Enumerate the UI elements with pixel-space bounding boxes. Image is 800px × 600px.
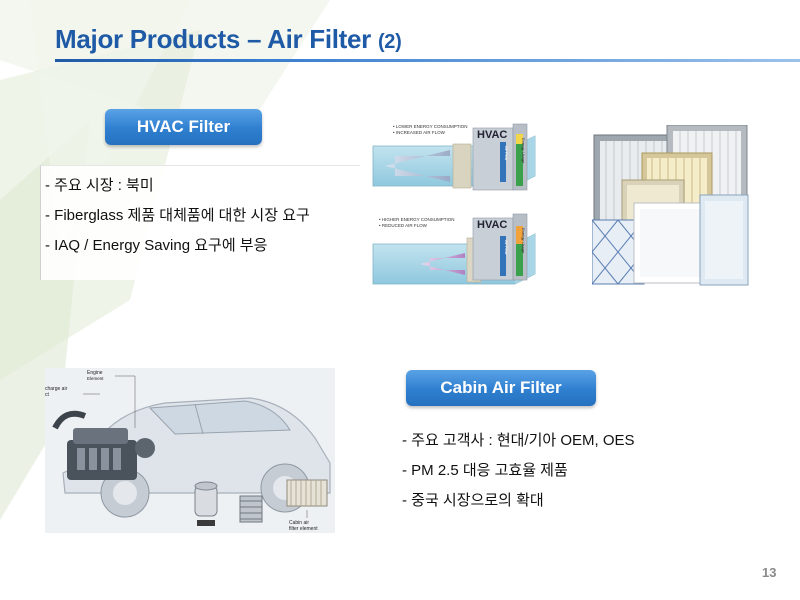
hvac-bullet: - Fiberglass 제품 대체품에 대한 시장 요구 [45,207,310,224]
cabin-bullet: - PM 2.5 대응 고효율 제품 [402,462,568,479]
cabin-bullet: - 주요 고객사 : 현대/기아 OEM, OES [402,432,635,449]
hvac-bullet: - IAQ / Energy Saving 요구에 부응 [45,237,268,254]
car-label-charge: charge air [45,386,68,392]
cabin-bullet: - 중국 시장으로의 확대 [402,492,544,509]
title-suffix: (2) [377,31,402,53]
hvac-bottom-note: • HIGHER ENERGY CONSUMPTION [379,217,455,222]
car-label-cabin: Cabin air [289,520,309,526]
hvac-top-airflow: Air Flow [504,146,509,161]
car-cutaway-illustration: Engine Element charge air ct Cabin air f… [45,368,335,533]
hvac-top-note: • INCREASED AIR FLOW [393,130,446,135]
title-underline [55,59,800,62]
hvac-top-note: • LOWER ENERGY CONSUMPTION [393,124,468,129]
hvac-top-brand: HVAC [477,129,507,141]
cabin-air-filter-label: Cabin Air Filter [406,370,596,406]
hvac-filter-label: HVAC Filter [105,109,262,145]
hvac-bullet: - 주요 시장 : 북미 [45,177,154,194]
car-label-engine: Element [87,376,104,381]
title-main: Major Products – Air Filter [55,24,371,54]
hvac-bullet-list: - 주요 시장 : 북미 - Fiberglass 제품 대체품에 대한 시장 … [40,165,360,280]
cabin-bullet-list: - 주요 고객사 : 현대/기아 OEM, OES - PM 2.5 대응 고효… [399,420,699,530]
hvac-airflow-diagram: HVAC Energy Usage Air Flow • LOWER ENERG… [372,123,536,285]
slide-title: Major Products – Air Filter (2) [55,24,402,55]
hvac-bottom-energy: Energy Usage [521,228,526,254]
hvac-bottom-brand: HVAC [477,219,507,231]
panel-filters-photo [592,125,750,287]
page-number: 13 [762,565,777,580]
hvac-top-energy: Energy Usage [521,138,526,164]
hvac-bottom-airflow: Air Flow [504,240,509,255]
car-label-cabin: filter element [289,526,318,532]
car-label-charge: ct [45,392,50,398]
hvac-bottom-note: • REDUCED AIR FLOW [379,223,428,228]
car-label-engine: Engine [87,370,103,376]
